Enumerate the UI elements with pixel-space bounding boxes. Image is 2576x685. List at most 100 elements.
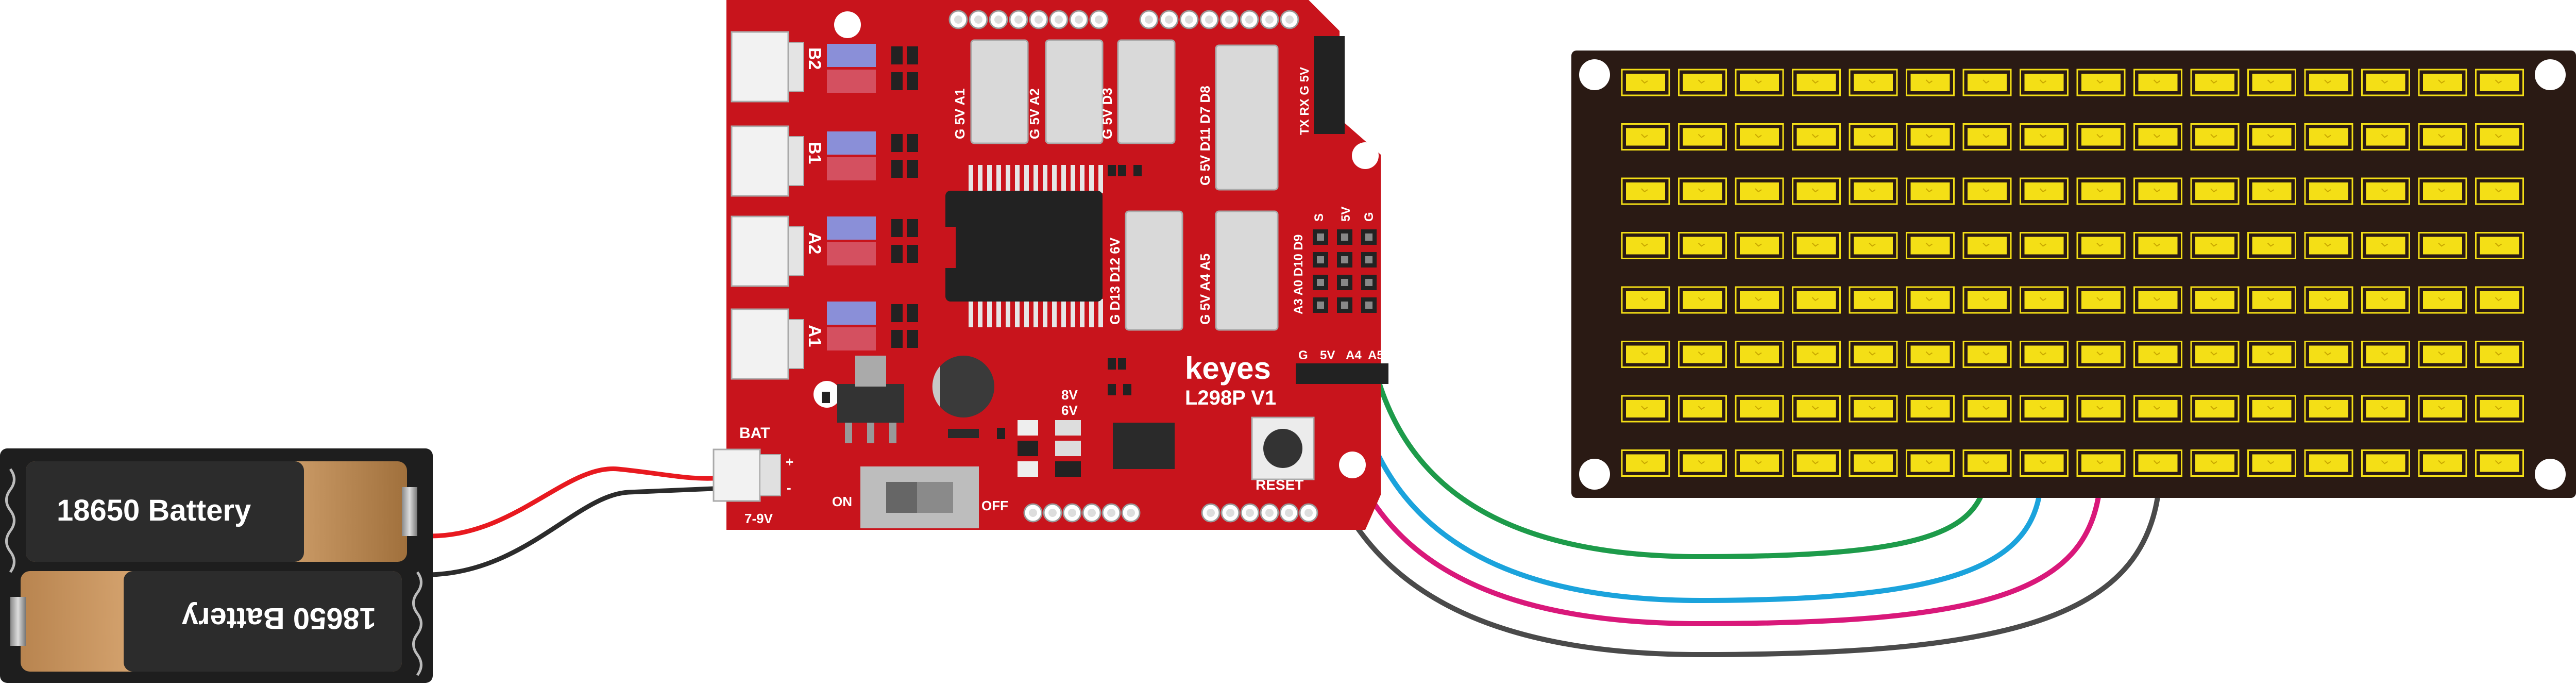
led-cell xyxy=(2418,395,2467,423)
led-cell xyxy=(1678,286,1727,314)
connector-d3-label: G 5V D3 xyxy=(1099,88,1115,139)
on-label: ON xyxy=(832,494,852,509)
voltage-jumper[interactable]: 8V 6V xyxy=(1018,387,1081,477)
led-cell xyxy=(1906,69,1955,96)
led-cell xyxy=(1735,449,1784,477)
smd-part xyxy=(1118,165,1126,176)
led-cell xyxy=(1849,69,1898,96)
battery-holder: 18650 Battery 18650 Battery xyxy=(0,448,433,683)
led-cell xyxy=(1735,123,1784,151)
led-cell xyxy=(2247,449,2296,477)
led-cell xyxy=(2190,341,2240,368)
led-cell xyxy=(1906,232,1955,259)
top-pin-header xyxy=(948,10,1299,29)
led-cell xyxy=(1792,232,1841,259)
led-cell xyxy=(2304,286,2353,314)
led-cell xyxy=(1962,449,2012,477)
i2c-label-a4: A4 xyxy=(1346,348,1362,362)
led-cell xyxy=(2133,232,2182,259)
led-cell xyxy=(2190,449,2240,477)
power-switch[interactable]: ON OFF xyxy=(832,466,1008,528)
led-cell xyxy=(2418,449,2467,477)
motor-port-b1: B1 xyxy=(731,125,824,197)
servo-pin-matrix: A3 A0 D10 D9 S 5V G xyxy=(1292,207,1377,314)
blue-a4-wire xyxy=(1350,369,2043,604)
minus-label: - xyxy=(787,480,791,495)
led-cell xyxy=(2304,123,2353,151)
battery-label-top: 18650 Battery xyxy=(57,494,251,527)
led-cell xyxy=(1906,449,1955,477)
mount-hole xyxy=(2535,459,2566,490)
led-cell xyxy=(2475,395,2524,423)
i2c-label-5v: 5V xyxy=(1320,348,1335,362)
led-cell xyxy=(2361,177,2410,205)
led-cell xyxy=(2247,395,2296,423)
led-cell xyxy=(1792,341,1841,368)
led-cell xyxy=(2190,395,2240,423)
led-cell xyxy=(2020,449,2069,477)
led-cell xyxy=(2418,232,2467,259)
led-cell xyxy=(1849,232,1898,259)
capacitor xyxy=(932,356,994,438)
smd-part xyxy=(822,392,830,403)
led-cell xyxy=(2361,232,2410,259)
battery-cell-bottom: 18650 Battery xyxy=(10,571,402,672)
led-cell xyxy=(1621,123,1670,151)
led-cell xyxy=(1678,177,1727,205)
led-cell xyxy=(1849,286,1898,314)
servo-top-label-g: G xyxy=(1362,212,1376,222)
i2c-label-g: G xyxy=(1298,348,1308,362)
led-cell xyxy=(2247,177,2296,205)
motor-port-label: B2 xyxy=(805,47,824,70)
led-cell xyxy=(2076,395,2126,423)
led-cell xyxy=(1906,123,1955,151)
mount-hole xyxy=(1352,142,1379,169)
led-cell xyxy=(2475,69,2524,96)
led-cell xyxy=(2304,395,2353,423)
model-label: L298P V1 xyxy=(1185,387,1276,409)
led-cell xyxy=(2076,286,2126,314)
bat-label: BAT xyxy=(739,425,770,442)
reset-button[interactable]: RESET xyxy=(1251,416,1315,493)
led-cell xyxy=(2076,69,2126,96)
connector-d3: G 5V D3 xyxy=(1099,39,1176,144)
reset-label: RESET xyxy=(1256,477,1303,493)
led-cell xyxy=(2020,395,2069,423)
led-cell xyxy=(1621,232,1670,259)
mount-hole xyxy=(1339,452,1366,478)
led-cell xyxy=(2304,232,2353,259)
led-cell xyxy=(2247,286,2296,314)
indicator-led-pair xyxy=(827,131,918,180)
connector-a2-label: G 5V A2 xyxy=(1027,88,1042,139)
led-cell xyxy=(1621,69,1670,96)
led-cell xyxy=(1792,177,1841,205)
mount-hole xyxy=(834,11,861,38)
led-cell xyxy=(2304,177,2353,205)
led-cell xyxy=(1621,177,1670,205)
motor-port-b2: B2 xyxy=(731,31,824,103)
green-a5-wire xyxy=(1373,369,1986,560)
off-label: OFF xyxy=(981,498,1008,513)
spring-right xyxy=(412,571,422,676)
led-cell xyxy=(2361,123,2410,151)
small-ic xyxy=(1113,423,1175,469)
led-cell xyxy=(1962,123,2012,151)
led-cell xyxy=(1792,449,1841,477)
i2c-label-a5: A5 xyxy=(1368,348,1384,362)
indicator-led-pair xyxy=(827,44,918,93)
led-cell xyxy=(2076,449,2126,477)
led-cell xyxy=(1735,177,1784,205)
connector-a2: G 5V A2 xyxy=(1027,39,1104,144)
led-cell xyxy=(2020,286,2069,314)
led-cell xyxy=(2020,123,2069,151)
led-cell xyxy=(2020,232,2069,259)
motor-indicator-leds xyxy=(827,44,918,350)
connector-a1-label: G 5V A1 xyxy=(952,88,968,139)
led-cell xyxy=(2475,177,2524,205)
led-cell xyxy=(2133,69,2182,96)
voltage-regulator xyxy=(837,356,904,443)
led-cell xyxy=(1962,286,2012,314)
led-cell xyxy=(2247,69,2296,96)
